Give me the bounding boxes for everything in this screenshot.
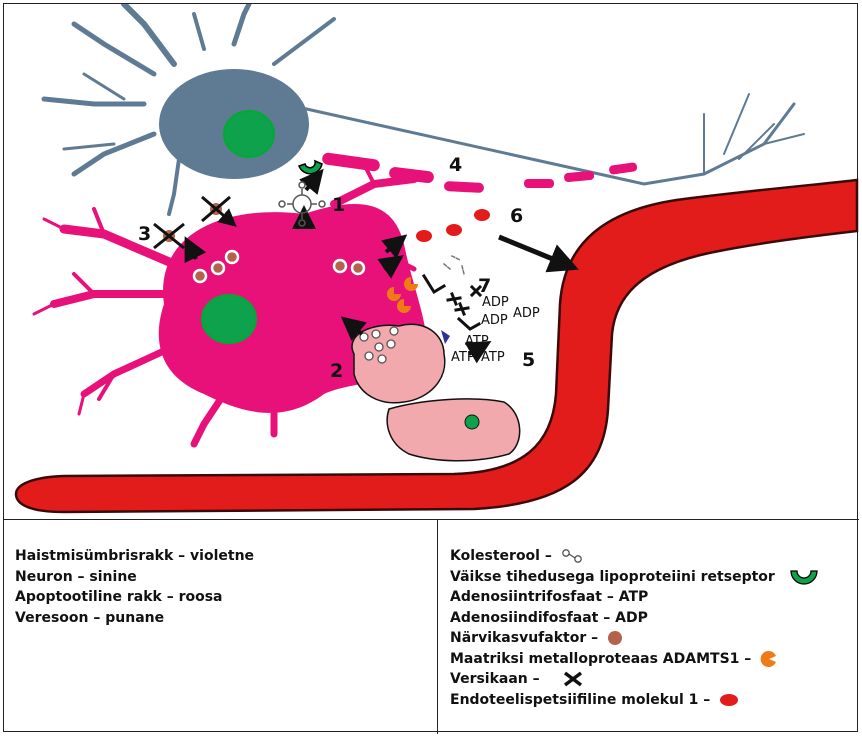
legend-molecules: Kolesterool – Väikse tihedusega lipoprot… [450,546,819,710]
adamts1-icon [760,650,778,668]
legend-text: Maatriksi metalloproteaas ADAMTS1 – [450,649,751,670]
legend-text: Väikse tihedusega lipoproteiini retsepto… [450,567,775,588]
legend-item-atp: Adenosiintrifosfaat – ATP [450,587,819,608]
legend-text: Närvikasvufaktor – [450,628,598,649]
cholesterol-icon [561,549,585,563]
legend-item-versican: Versikaan – [450,669,819,690]
legend-divider [437,520,438,734]
label-5: 5 [522,349,535,371]
label-3: 3 [138,223,151,245]
legend-item-adp: Adenosiindifosfaat – ADP [450,608,819,629]
label-1: 1 [332,194,345,216]
adp-label: ADP [482,295,509,310]
neuron-nucleus [224,111,274,157]
label-2: 2 [330,360,343,382]
nerve-growth-factor-icon [607,630,623,646]
legend-item-endothelial-molecule: Endoteelispetsiifiline molekul 1 – [450,690,819,711]
ldl-receptor-icon [789,567,819,587]
endothelial-molecules [416,209,490,242]
legend-item-ldl-receptor: Väikse tihedusega lipoproteiini retsepto… [450,567,819,588]
versican-cleavage [424,256,480,329]
legend-text: Versikaan – [450,669,540,690]
legend-item-neuron: Neuron – sinine [15,567,254,588]
apoptotic-nucleus [202,295,256,343]
label-6: 6 [510,205,523,227]
versican-icon [562,670,584,688]
legend-item-adamts1: Maatriksi metalloproteaas ADAMTS1 – [450,649,819,670]
atp-label: ATP [481,350,505,365]
endothelial-molecule-icon [719,693,739,707]
legend-text: Endoteelispetsiifiline molekul 1 – [450,690,710,711]
adp-label: ADP [481,313,508,328]
ldl-receptor [299,161,322,174]
legend-item-nerve-growth-factor: Närvikasvufaktor – [450,628,819,649]
label-4: 4 [449,154,462,176]
figure-frame: 1 2 3 4 5 6 7 ADP ADP ADP ATP ATP ATP Ha… [3,3,858,732]
legend-text: Kolesterool – [450,546,552,567]
atp-label: ATP [451,350,475,365]
olfactory-nucleus [465,415,479,429]
legend-text: Adenosiintrifosfaat – ATP [450,587,648,608]
legend-item-vessel: Veresoon – punane [15,608,254,629]
legend-cells: Haistmisümbrisrakk – violetne Neuron – s… [15,546,254,628]
legend: Haistmisümbrisrakk – violetne Neuron – s… [4,519,859,734]
legend-item-olfactory: Haistmisümbrisrakk – violetne [15,546,254,567]
legend-text: Adenosiindifosfaat – ADP [450,608,648,629]
label-7: 7 [478,275,491,297]
diagram: 1 2 3 4 5 6 7 ADP ADP ADP ATP ATP ATP [4,4,859,519]
atp-label: ATP [465,334,489,349]
adp-label: ADP [513,306,540,321]
legend-item-apoptotic: Apoptootiline rakk – roosa [15,587,254,608]
legend-item-cholesterol: Kolesterool – [450,546,819,567]
